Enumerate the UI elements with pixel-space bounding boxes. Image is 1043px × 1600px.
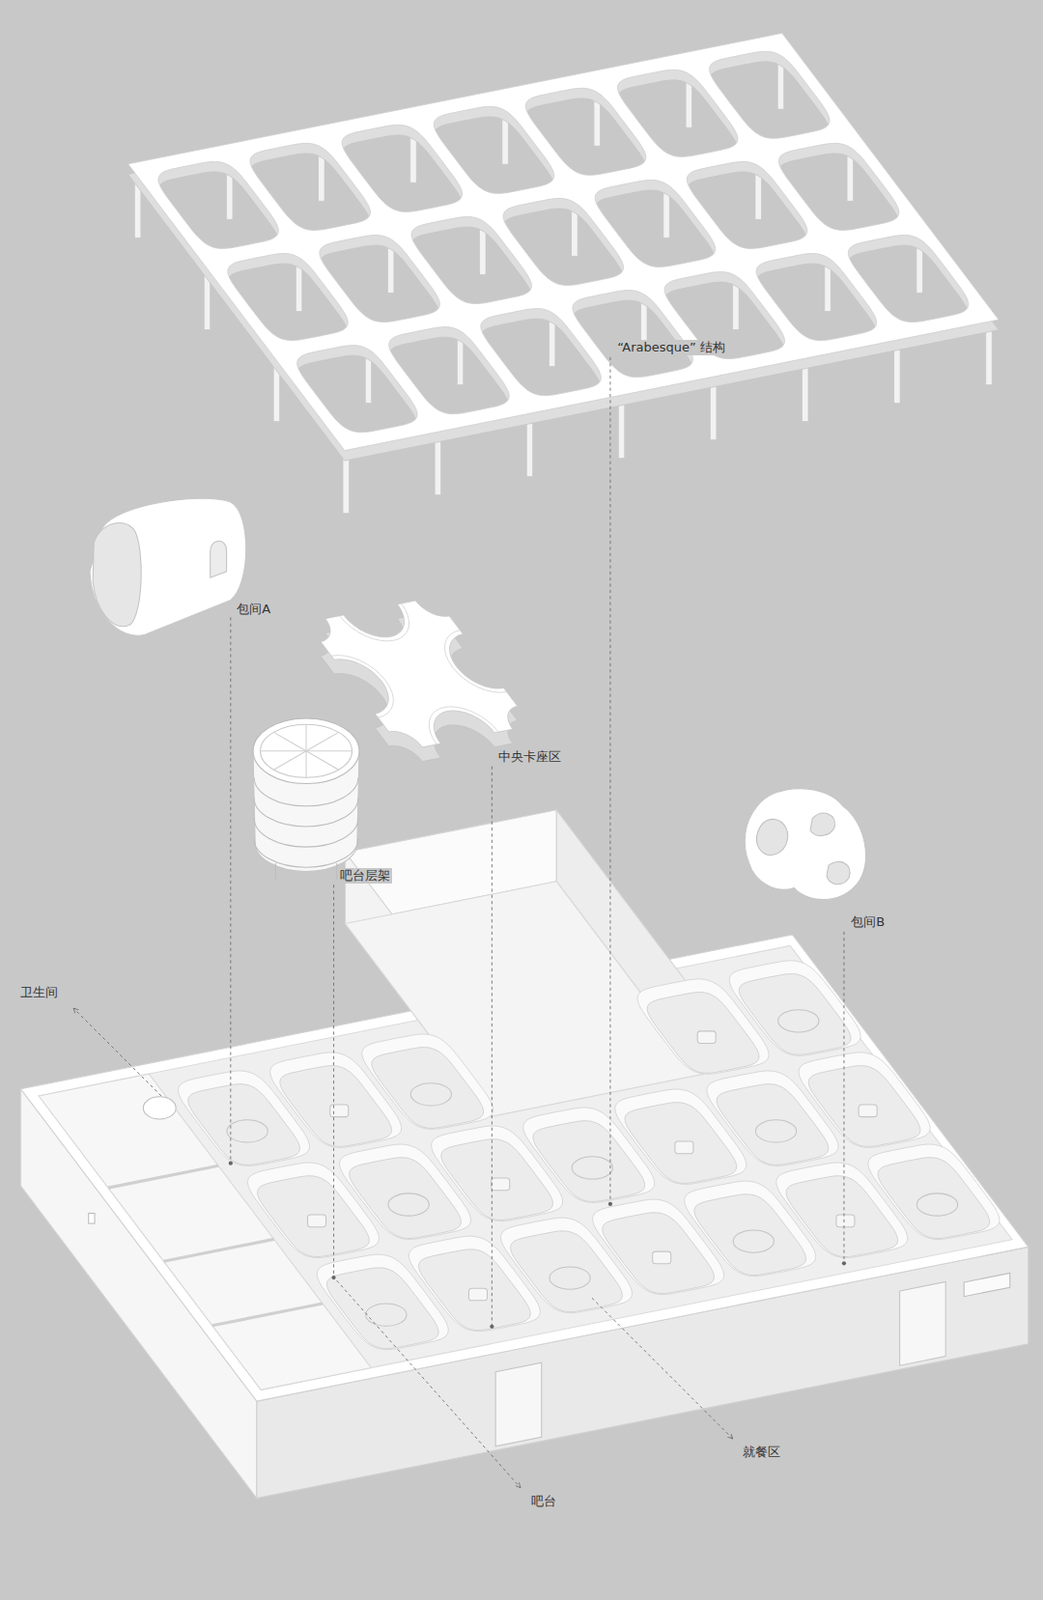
shelf-ring [253,818,359,848]
cell-opening [877,1157,990,1240]
furniture [858,1104,877,1118]
leader-line [591,1297,733,1439]
leader-line [843,931,845,1264]
leader-line [337,1280,521,1489]
capsule-door [210,540,227,578]
furniture [366,1303,407,1326]
leader-line [491,766,493,1327]
part-label: 吧台 [529,1494,559,1510]
toilet-pod [142,1097,176,1120]
shelf-rib [306,750,353,752]
private-room-b [744,789,866,901]
bar-shelf [253,718,360,880]
furniture [410,1083,452,1106]
shelf-rib [306,732,339,751]
leader-dot [228,1161,233,1166]
base-building [21,810,1029,1499]
blob-opening [756,818,788,855]
private-room-a [89,498,247,636]
cell-vault [798,1052,931,1148]
partition [108,1165,219,1188]
shelf-rib [259,750,307,752]
partition [164,1239,275,1262]
shelf-rib [305,724,307,751]
shelf-rib [273,751,307,770]
door [495,1362,542,1447]
leader-dot [842,1261,846,1266]
furniture [226,1120,268,1143]
door [900,1281,947,1366]
part-label: 包间A [234,601,273,618]
window [88,1212,95,1224]
shelf-rib [273,732,307,751]
cell-vault [729,960,861,1056]
leader-dot [608,1202,613,1207]
roof-slab [128,32,999,451]
furniture [330,1104,349,1118]
leader-dot [489,1324,494,1329]
shelf-ring [253,797,359,827]
blob-opening [810,813,836,836]
partition [212,1303,323,1326]
cell-vault [362,1034,494,1129]
furniture [732,1230,774,1253]
shelf-leg [275,863,277,880]
leader-lines [73,357,846,1489]
part-label: 中央卡座区 [496,749,564,765]
shelf-rib [305,751,307,778]
furniture [916,1193,958,1216]
shelf-ring [253,839,359,869]
furniture [755,1120,796,1143]
furniture [308,1214,327,1228]
capsule-opening [92,522,141,626]
part-label: 就餐区 [740,1444,783,1461]
furniture [652,1251,672,1265]
leader-dot [331,1275,336,1280]
capsule-body [89,498,247,636]
furniture [491,1178,510,1191]
cell-opening [738,974,851,1056]
furniture [836,1214,855,1228]
shelf-top [259,724,352,778]
blob-opening [826,861,850,884]
part-label: 吧台层架 [338,868,393,884]
shelf-top [253,718,360,785]
blob-body [744,789,866,901]
furniture [778,1010,819,1033]
part-label: 包间B [848,914,887,931]
leader-line [609,357,611,1205]
leader-line [229,617,231,1163]
cell-opening [371,1047,484,1129]
part-label: “Arabesque” 结构 [615,339,728,356]
shelf-rib [306,751,339,770]
furniture [571,1156,613,1180]
cell-vault [868,1144,1000,1240]
cell-opening [808,1066,921,1148]
leader-line [333,884,335,1278]
furniture [388,1193,429,1216]
furniture [675,1141,694,1155]
furniture [549,1267,591,1290]
part-label: 卫生间 [18,985,60,1001]
window [963,1272,1011,1297]
arabesque-structure [128,32,999,513]
furniture [468,1288,487,1301]
furniture [697,1031,716,1044]
leader-line [73,1008,162,1097]
